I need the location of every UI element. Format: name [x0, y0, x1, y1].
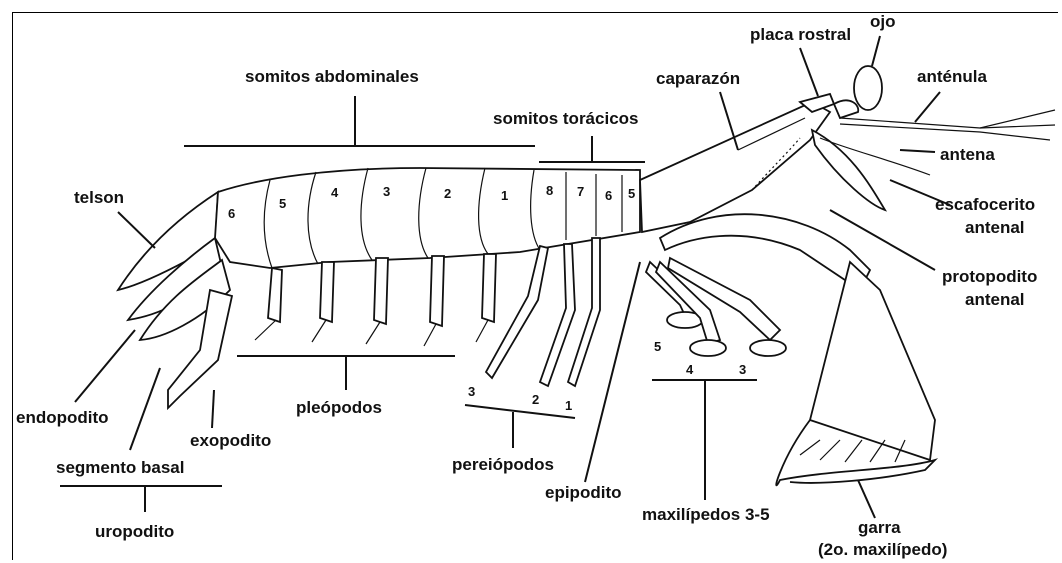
num-per-3: 3	[468, 384, 475, 399]
label-ojo: ojo	[870, 12, 896, 31]
label-segmento-basal: segmento basal	[56, 458, 185, 477]
label-protopodito-2: antenal	[965, 290, 1025, 309]
label-antenula: anténula	[917, 67, 987, 86]
num-per-1: 1	[565, 398, 572, 413]
label-exopodito: exopodito	[190, 431, 271, 450]
label-protopodito: protopodito	[942, 267, 1037, 286]
label-somitos-abdominales: somitos abdominales	[245, 67, 419, 86]
abdomen	[215, 168, 640, 268]
num-abd-3: 3	[383, 184, 390, 199]
label-epipodito: epipodito	[545, 483, 621, 502]
antennule	[840, 118, 1055, 128]
label-maxilipedos: maxilípedos 3-5	[642, 505, 770, 524]
maxillipeds	[646, 258, 786, 356]
scaphocerite	[812, 130, 885, 210]
label-somitos-toracicos: somitos torácicos	[493, 109, 639, 128]
label-telson: telson	[74, 188, 124, 207]
label-escafocerito-2: antenal	[965, 218, 1025, 237]
label-caparazon: caparazón	[656, 69, 740, 88]
shrimp-body	[118, 66, 1055, 485]
label-garra-2: (2o. maxilípedo)	[818, 540, 947, 559]
label-endopodito: endopodito	[16, 408, 109, 427]
label-pereiopodos: pereiópodos	[452, 455, 554, 474]
label-pleopodos: pleópodos	[296, 398, 382, 417]
num-abd-1: 1	[501, 188, 508, 203]
label-antena: antena	[940, 145, 995, 164]
label-uropodito: uropodito	[95, 522, 174, 541]
num-abd-5: 5	[279, 196, 286, 211]
label-placa-rostral: placa rostral	[750, 25, 851, 44]
carapace	[640, 102, 830, 232]
num-tor-8: 8	[546, 183, 553, 198]
claw-merus	[810, 262, 935, 460]
num-max-4: 4	[686, 362, 694, 377]
pereiopods	[486, 238, 600, 386]
eye	[854, 66, 882, 110]
pleopods	[255, 254, 496, 346]
num-max-5: 5	[654, 339, 661, 354]
num-tor-6: 6	[605, 188, 612, 203]
label-escafocerito: escafocerito	[935, 195, 1035, 214]
num-abd-6: 6	[228, 206, 235, 221]
num-tor-5: 5	[628, 186, 635, 201]
num-max-3: 3	[739, 362, 746, 377]
num-tor-7: 7	[577, 184, 584, 199]
num-per-2: 2	[532, 392, 539, 407]
num-abd-2: 2	[444, 186, 451, 201]
label-garra: garra	[858, 518, 901, 537]
num-abd-4: 4	[331, 185, 339, 200]
